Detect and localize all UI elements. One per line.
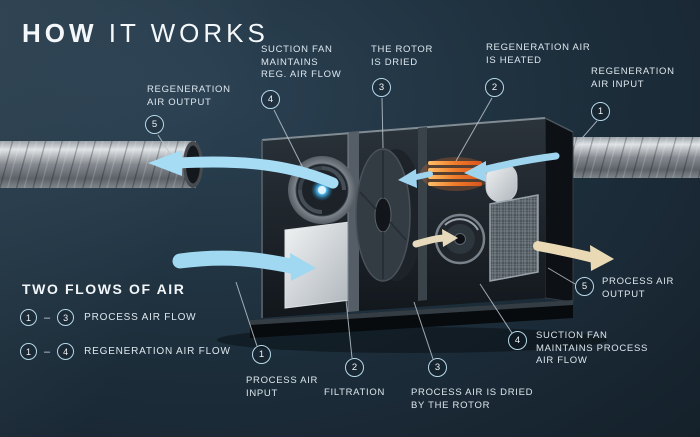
callout-line [381, 97, 384, 149]
air-flow-arrows [148, 150, 614, 281]
callout-line [345, 299, 353, 359]
callout-number-process-input: 1 [252, 345, 271, 364]
legend-dash: – [44, 345, 51, 358]
callout-line [455, 97, 493, 162]
callout-number-suction-process: 4 [508, 331, 527, 350]
callout-line [413, 301, 434, 360]
process-fan [434, 213, 486, 265]
reg-output-arrow [172, 156, 339, 189]
rotor [355, 148, 423, 282]
legend-circle-to: 4 [57, 343, 75, 360]
right-wall [418, 127, 427, 301]
callout-label-process-input: PROCESS AIR INPUT [246, 375, 319, 399]
legend-label-process-flow: PROCESS AIR FLOW [84, 312, 197, 323]
process-output-arrow [533, 241, 599, 263]
callout-label-rotor-dried: THE ROTOR IS DRIED [371, 44, 434, 68]
callout-line [547, 267, 576, 285]
callout-number-reg-output: 5 [145, 115, 164, 134]
callout-number-filtration: 2 [345, 358, 364, 377]
callout-label-suction-process: SUCTION FAN MAINTAINS PROCESS AIR FLOW [536, 330, 649, 367]
legend-circle-to: 3 [57, 309, 75, 326]
callout-label-reg-heated: REGENERATION AIR IS HEATED [486, 42, 591, 66]
callout-label-reg-input: REGENERATION AIR INPUT [591, 66, 675, 90]
legend-label-regeneration-flow: REGENERATION AIR FLOW [84, 346, 231, 357]
callout-number-suction-reg: 4 [261, 90, 280, 109]
callout-lines [157, 97, 598, 360]
callout-number-reg-input: 1 [591, 102, 610, 121]
legend-title: TWO FLOWS OF AIR [22, 281, 186, 297]
callout-line [479, 283, 513, 334]
legend-row-process-flow: 1 – 3 PROCESS AIR FLOW [20, 309, 196, 326]
title-how: HOW [22, 18, 98, 48]
callout-number-process-dried: 3 [428, 358, 447, 377]
legend-row-regeneration-flow: 1 – 4 REGENERATION AIR FLOW [20, 343, 231, 360]
legend-dash: – [44, 311, 51, 324]
callout-label-reg-output: REGENERATION AIR OUTPUT [147, 84, 231, 108]
legend-circle-from: 1 [20, 343, 37, 360]
page-title: HOW IT WORKS [22, 18, 269, 49]
machine-interior [250, 127, 573, 338]
title-it-works: IT WORKS [108, 18, 269, 48]
callout-line [235, 281, 258, 347]
callout-label-process-dried: PROCESS AIR IS DRIED BY THE ROTOR [411, 387, 534, 411]
callout-label-filtration: FILTRATION [324, 387, 386, 398]
callout-number-rotor-dried: 3 [372, 78, 391, 97]
callout-line [273, 109, 304, 169]
legend-circle-from: 1 [20, 309, 37, 326]
callout-label-process-output: PROCESS AIR OUTPUT [602, 276, 675, 300]
process-input-arrow [172, 250, 304, 275]
callout-number-process-output: 5 [575, 277, 594, 296]
output-filter [489, 194, 539, 282]
callout-number-reg-heated: 2 [485, 78, 504, 97]
callout-label-suction-reg: SUCTION FAN MAINTAINS REG. AIR FLOW [261, 44, 342, 81]
base [250, 300, 573, 338]
callout-line [575, 120, 598, 146]
